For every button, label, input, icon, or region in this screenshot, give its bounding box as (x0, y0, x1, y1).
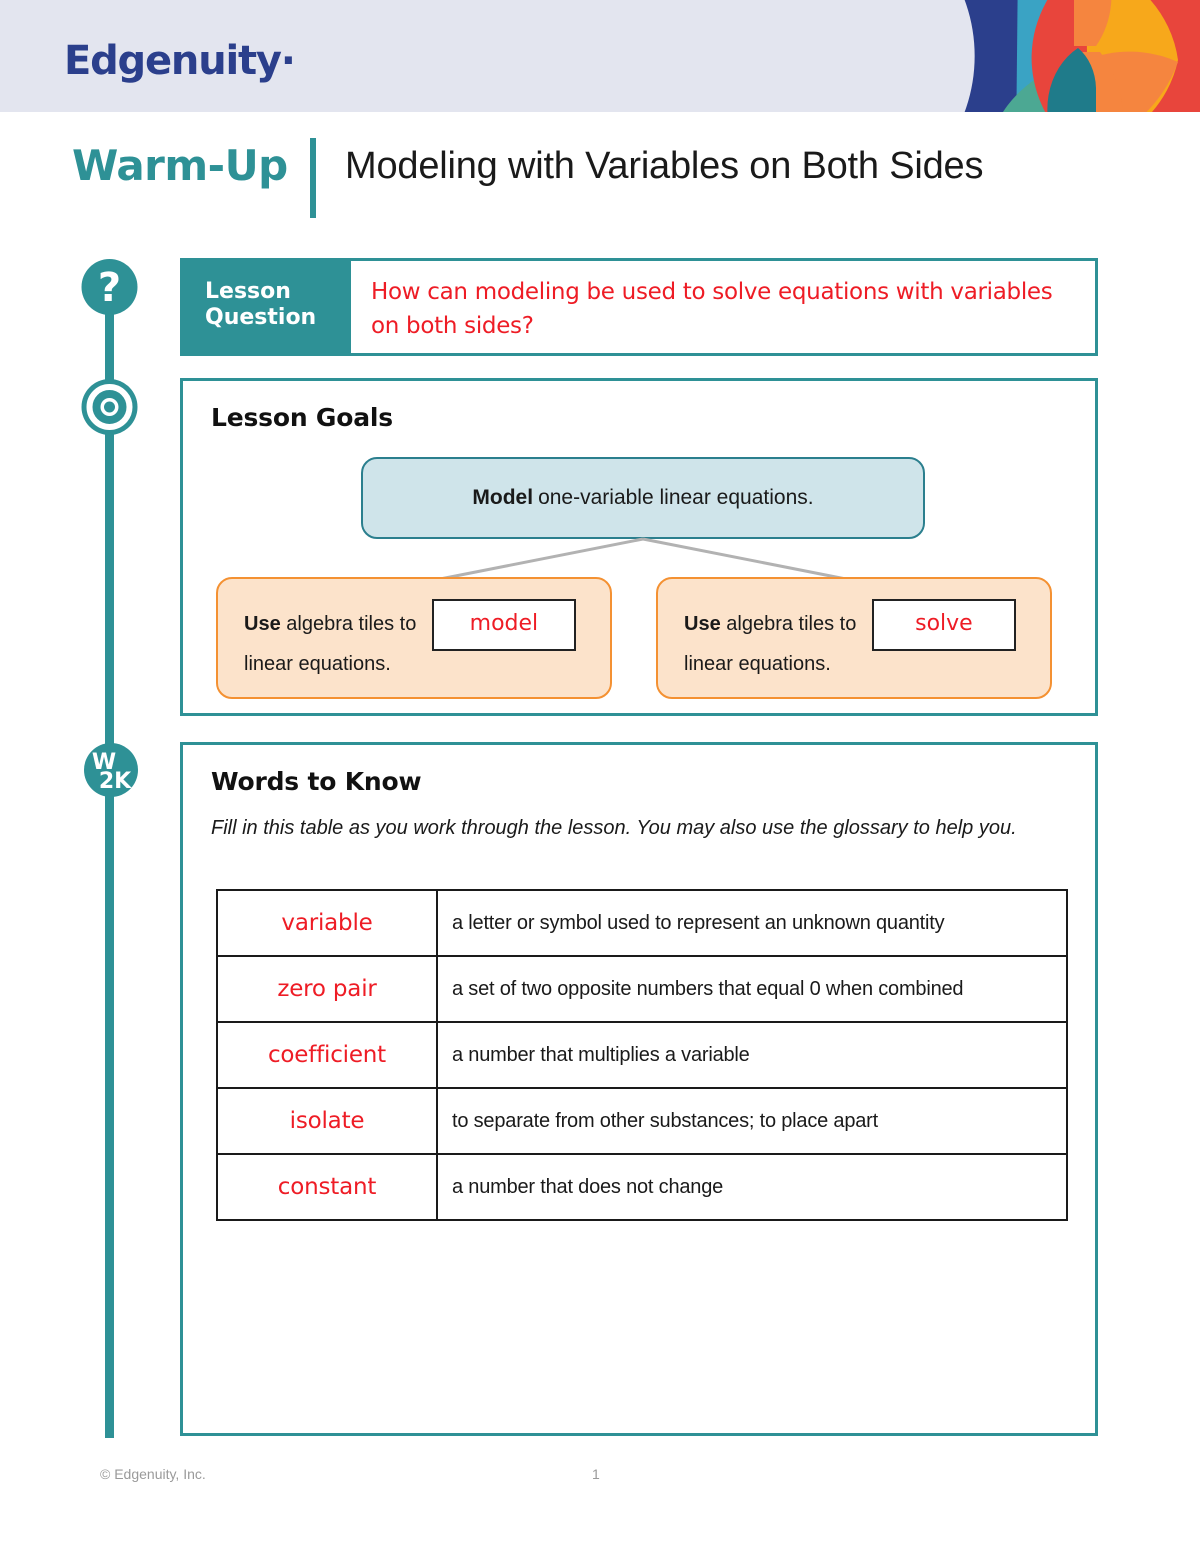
vocab-term-field[interactable]: coefficient (216, 1021, 438, 1089)
lesson-goals-heading: Lesson Goals (211, 403, 393, 432)
svg-text:?: ? (98, 265, 121, 311)
target-icon (81, 379, 138, 441)
lesson-question-label: Lesson Question (183, 261, 351, 353)
edgenuity-logo-text: Edgenuity (64, 38, 282, 84)
sub-goal-box-solve: Use algebra tiles to solve linear equati… (656, 577, 1052, 699)
page-header-band: Edgenuity· (0, 0, 1200, 112)
vocab-term-field[interactable]: constant (216, 1153, 438, 1221)
words-to-know-icon: W 2K (84, 743, 138, 805)
sub-goal-1-text-before: algebra tiles to (286, 613, 417, 635)
lesson-question-label-line2: Question (205, 305, 317, 330)
sub-goal-1-text-after: linear equations. (244, 653, 391, 675)
edgenuity-logo: Edgenuity· (64, 38, 296, 84)
primary-goal-box: Model one-variable linear equations. (361, 457, 925, 539)
edgenuity-petal-logo-icon (964, 0, 1200, 112)
table-row: coefficient a number that multiplies a v… (216, 1021, 1068, 1089)
footer-copyright: © Edgenuity, Inc. (100, 1466, 206, 1482)
table-row: zero pair a set of two opposite numbers … (216, 955, 1068, 1023)
words-to-know-panel: Words to Know Fill in this table as you … (180, 742, 1098, 1436)
page-title: Modeling with Variables on Both Sides (345, 145, 984, 187)
lesson-question-panel: Lesson Question How can modeling be used… (180, 258, 1098, 356)
sub-goal-2-text-before: algebra tiles to (726, 613, 857, 635)
svg-text:2K: 2K (99, 769, 132, 794)
lesson-goals-panel: Lesson Goals Model one-variable linear e… (180, 378, 1098, 716)
sub-goal-1-bold: Use (244, 613, 281, 635)
vocab-definition: a number that does not change (436, 1153, 1068, 1221)
page-footer: © Edgenuity, Inc. 1 (0, 1466, 1200, 1496)
table-row: variable a letter or symbol used to repr… (216, 889, 1068, 957)
primary-goal-bold: Model (472, 486, 534, 509)
page-title-eyebrow: Warm-Up (72, 141, 288, 190)
vocab-definition: a letter or symbol used to represent an … (436, 889, 1068, 957)
vocab-term-field[interactable]: zero pair (216, 955, 438, 1023)
primary-goal-text: one-variable linear equations. (538, 486, 814, 509)
footer-page-number: 1 (592, 1466, 600, 1482)
lesson-question-label-line1: Lesson (205, 279, 291, 304)
title-divider (310, 138, 316, 218)
sub-goal-2-blank-field[interactable]: solve (871, 598, 1016, 651)
page-title-row: Warm-Up Modeling with Variables on Both … (0, 138, 1200, 224)
lesson-question-answer-field[interactable]: How can modeling be used to solve equati… (371, 279, 1053, 339)
vocab-term-field[interactable]: variable (216, 889, 438, 957)
timeline-rail (105, 300, 114, 1438)
sub-goal-2-text-after: linear equations. (684, 653, 831, 675)
vocabulary-table: variable a letter or symbol used to repr… (216, 889, 1068, 1221)
question-mark-icon: ? (81, 259, 138, 321)
words-to-know-heading: Words to Know (211, 767, 422, 796)
svg-text:W: W (92, 750, 116, 775)
logo-tail-dot: · (280, 38, 296, 84)
vocab-term-field[interactable]: isolate (216, 1087, 438, 1155)
table-row: isolate to separate from other substance… (216, 1087, 1068, 1155)
vocab-definition: a set of two opposite numbers that equal… (436, 955, 1068, 1023)
vocab-definition: to separate from other substances; to pl… (436, 1087, 1068, 1155)
vocab-definition: a number that multiplies a variable (436, 1021, 1068, 1089)
sub-goal-2-bold: Use (684, 613, 721, 635)
table-row: constant a number that does not change (216, 1153, 1068, 1221)
sub-goal-box-model: Use algebra tiles to model linear equati… (216, 577, 612, 699)
words-to-know-instructions: Fill in this table as you work through t… (211, 817, 1017, 839)
sub-goal-1-blank-field[interactable]: model (431, 598, 576, 651)
vocabulary-table-body: variable a letter or symbol used to repr… (216, 889, 1068, 1221)
